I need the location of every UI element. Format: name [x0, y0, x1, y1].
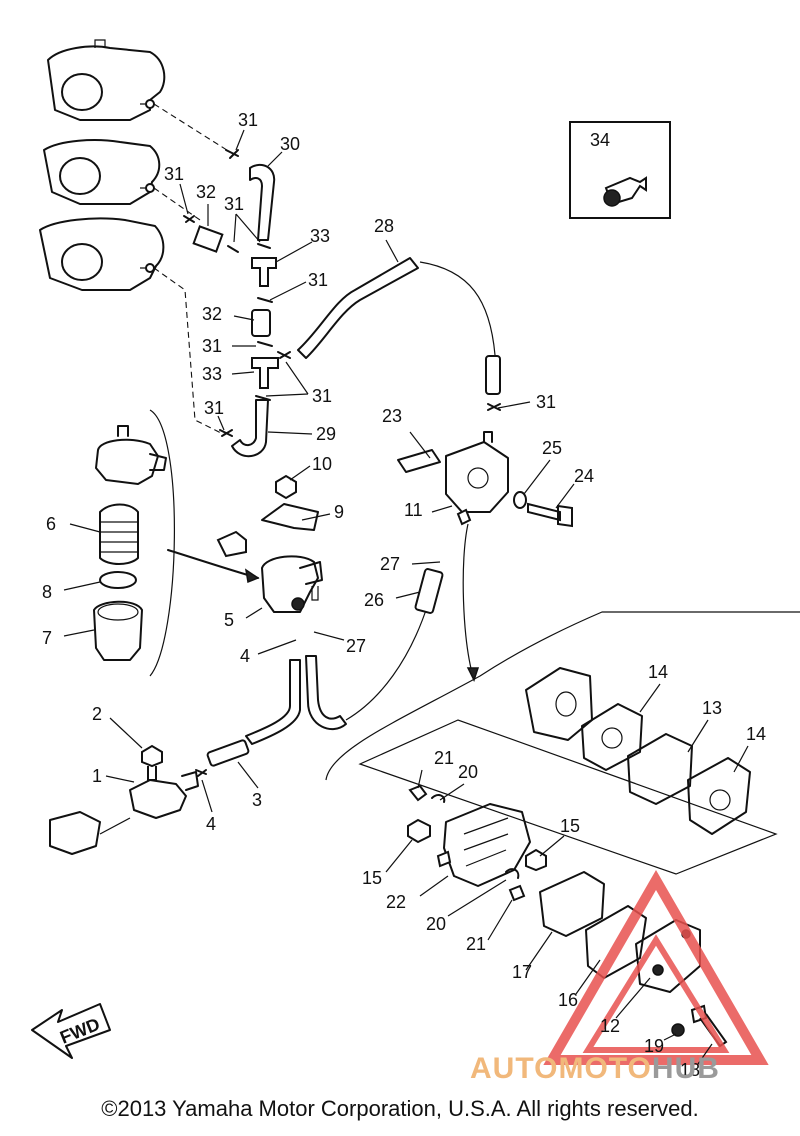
fuel-pump-11 — [445, 431, 509, 526]
label-20-b: 20 — [426, 914, 446, 934]
label-33-b: 33 — [202, 364, 222, 384]
watermark-triangle-logo — [543, 870, 769, 1065]
leader-lines — [63, 129, 749, 1065]
label-25: 25 — [542, 438, 562, 458]
label-19: 19 — [644, 1036, 664, 1056]
label-5: 5 — [224, 610, 234, 630]
label-15-b: 15 — [362, 868, 382, 888]
fuel-filter-exploded — [93, 409, 175, 677]
watermark-text: AUTOMOTOHUB — [470, 1052, 800, 1092]
part-number-labels: 31 30 31 32 31 33 28 31 32 31 33 31 31 2… — [42, 110, 766, 1080]
label-4-a: 4 — [240, 646, 250, 666]
label-32-b: 32 — [202, 304, 222, 324]
label-31-a: 31 — [238, 110, 258, 130]
label-26: 26 — [364, 590, 384, 610]
label-27-a: 27 — [346, 636, 366, 656]
label-23: 23 — [382, 406, 402, 426]
diaphragm-13 — [627, 733, 693, 805]
label-30: 30 — [280, 134, 300, 154]
watermark-auto: AUTOMOTO — [470, 1052, 652, 1085]
label-20-a: 20 — [458, 762, 478, 782]
label-31-g: 31 — [204, 398, 224, 418]
part-34-box — [569, 121, 671, 219]
joint-33-upper — [251, 257, 277, 287]
gasket-14b — [687, 757, 751, 835]
hose-lower-b — [305, 655, 347, 730]
label-9: 9 — [334, 502, 344, 522]
label-32-a: 32 — [196, 182, 216, 202]
pipe-3 — [206, 739, 250, 767]
pipe-32-upper — [192, 225, 224, 253]
bolt-24 — [527, 502, 573, 528]
label-27-b: 27 — [380, 554, 400, 574]
label-14-b: 14 — [746, 724, 766, 744]
fuel-connector-1 — [49, 771, 199, 855]
label-31-f: 31 — [312, 386, 332, 406]
pump-body-22 — [436, 803, 531, 887]
fwd-direction-arrow: FWD — [31, 1003, 111, 1059]
label-31-c: 31 — [224, 194, 244, 214]
label-11: 11 — [404, 500, 423, 520]
label-15-a: 15 — [560, 816, 580, 836]
label-8: 8 — [42, 582, 52, 602]
hose-lower-a — [245, 659, 301, 745]
label-29: 29 — [316, 424, 336, 444]
label-24: 24 — [574, 466, 594, 486]
hose-29 — [231, 399, 269, 457]
bolt-2 — [141, 744, 163, 781]
label-10: 10 — [312, 454, 332, 474]
clips-31 — [183, 149, 501, 437]
label-21-b: 21 — [466, 934, 486, 954]
label-16: 16 — [558, 990, 578, 1010]
label-22: 22 — [386, 892, 406, 912]
label-28: 28 — [374, 216, 394, 236]
nut-10 — [275, 474, 297, 500]
label-7: 7 — [42, 628, 52, 648]
label-12: 12 — [600, 1016, 620, 1036]
joint-33-lower — [251, 357, 279, 389]
label-33-a: 33 — [310, 226, 330, 246]
label-31-b: 31 — [164, 164, 184, 184]
label-4-b: 4 — [206, 814, 216, 834]
label-3: 3 — [252, 790, 262, 810]
hose-30 — [249, 163, 276, 241]
gasket-14a — [581, 703, 643, 771]
gasket-23 — [397, 449, 441, 473]
label-34: 34 — [590, 130, 610, 150]
diaphragm-16 — [585, 905, 647, 979]
label-13: 13 — [702, 698, 722, 718]
label-18: 18 — [680, 1060, 700, 1080]
bracket-9 — [261, 503, 319, 531]
label-2: 2 — [92, 704, 102, 724]
pipe-32-lower — [251, 309, 271, 337]
label-1: 1 — [92, 766, 102, 786]
label-6: 6 — [46, 514, 56, 534]
washer-19 — [671, 1023, 685, 1037]
label-31-e: 31 — [202, 336, 222, 356]
carburetor-assembly — [39, 39, 166, 291]
label-31-h: 31 — [536, 392, 556, 412]
hose-26 — [414, 568, 444, 614]
hose-28 — [297, 257, 419, 359]
label-21-a: 21 — [434, 748, 454, 768]
label-14-a: 14 — [648, 662, 668, 682]
fuel-filter-5 — [261, 555, 323, 613]
washer-25 — [513, 491, 527, 509]
watermark-hub: HUB — [651, 1052, 720, 1085]
label-17: 17 — [512, 962, 532, 982]
gasket-17 — [539, 871, 605, 937]
label-31-d: 31 — [308, 270, 328, 290]
copyright-notice: ©2013 Yamaha Motor Corporation, U.S.A. A… — [101, 1096, 699, 1121]
